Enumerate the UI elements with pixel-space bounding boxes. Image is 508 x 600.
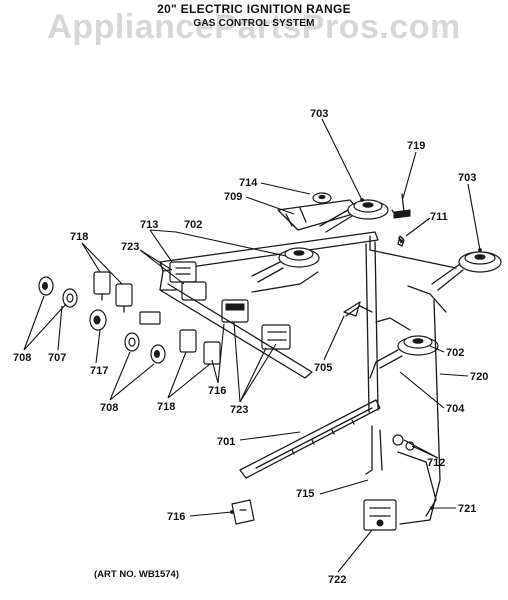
callout-714: 714 bbox=[239, 177, 258, 189]
burner-support-bracket bbox=[277, 199, 361, 231]
callout-702-right: 702 bbox=[446, 347, 464, 359]
callout-703-right: 703 bbox=[458, 172, 476, 184]
callout-703-left: 703 bbox=[310, 108, 328, 120]
control-knob-708-a[interactable] bbox=[38, 276, 54, 296]
valve-bracket-716 bbox=[231, 499, 255, 525]
art-number: (ART NO. WB1574) bbox=[94, 569, 179, 580]
control-knob-708-b[interactable] bbox=[62, 288, 78, 308]
callout-704: 704 bbox=[446, 403, 465, 415]
control-knob-707[interactable] bbox=[89, 309, 107, 331]
callout-717: 717 bbox=[90, 365, 108, 377]
callout-722: 722 bbox=[328, 574, 346, 586]
callout-718-lower: 718 bbox=[157, 401, 175, 413]
gas-valve-lower[interactable] bbox=[261, 324, 291, 350]
burner-supply-tubing bbox=[251, 271, 447, 331]
callout-708-left: 708 bbox=[13, 352, 31, 364]
orifice-hood-711 bbox=[397, 235, 405, 247]
oven-safety-valve-722[interactable] bbox=[363, 499, 397, 531]
callout-701: 701 bbox=[217, 436, 235, 448]
surface-burner-front-left[interactable] bbox=[251, 247, 320, 283]
callout-709: 709 bbox=[224, 191, 242, 203]
callout-705: 705 bbox=[314, 362, 332, 374]
gas-valve-middle[interactable] bbox=[221, 299, 249, 323]
surface-burner-rear-left[interactable] bbox=[319, 199, 389, 233]
surface-burner-rear-right[interactable] bbox=[431, 251, 502, 291]
callout-716-mid: 716 bbox=[208, 385, 226, 397]
callout-715: 715 bbox=[296, 488, 314, 500]
oven-supply-tube-720 bbox=[399, 299, 441, 525]
callout-708-lower: 708 bbox=[100, 402, 118, 414]
callout-721: 721 bbox=[458, 503, 476, 515]
leader-arrowheads bbox=[230, 198, 482, 514]
ignitor-switch-718-upper bbox=[93, 271, 133, 313]
callout-711: 711 bbox=[430, 211, 448, 223]
spark-ignitor-714 bbox=[312, 192, 332, 204]
diagram-subtitle: GAS CONTROL SYSTEM bbox=[193, 18, 315, 29]
callout-719: 719 bbox=[407, 140, 425, 152]
ignitor-switch-718-lower bbox=[179, 329, 221, 365]
oven-burner-701[interactable] bbox=[239, 399, 381, 479]
callout-713: 713 bbox=[140, 219, 158, 231]
callout-707: 707 bbox=[48, 352, 66, 364]
burner-pilot-assembly bbox=[365, 425, 415, 475]
callout-718-top: 718 bbox=[70, 231, 88, 243]
control-knob-708-d[interactable] bbox=[150, 344, 166, 364]
callout-720: 720 bbox=[470, 371, 488, 383]
leader-lines bbox=[23, 118, 481, 573]
diagram-title: 20" ELECTRIC IGNITION RANGE bbox=[157, 2, 351, 16]
surface-burner-front-right[interactable] bbox=[369, 335, 439, 379]
callout-702-top: 702 bbox=[184, 219, 202, 231]
valve-mounting-rail bbox=[159, 283, 313, 379]
switch-717 bbox=[139, 311, 161, 325]
gas-valve-upper-b[interactable] bbox=[181, 281, 207, 301]
gas-manifold-rail bbox=[159, 231, 457, 413]
callout-712: 712 bbox=[427, 457, 445, 469]
callout-723-top: 723 bbox=[121, 241, 139, 253]
ignitor-clip-719 bbox=[391, 193, 411, 219]
callout-723-lower: 723 bbox=[230, 404, 248, 416]
oven-broil-bracket bbox=[343, 301, 361, 317]
gas-valve-upper-a[interactable] bbox=[169, 261, 197, 283]
control-knob-708-c[interactable] bbox=[124, 332, 140, 352]
callout-716-bottom: 716 bbox=[167, 511, 185, 523]
